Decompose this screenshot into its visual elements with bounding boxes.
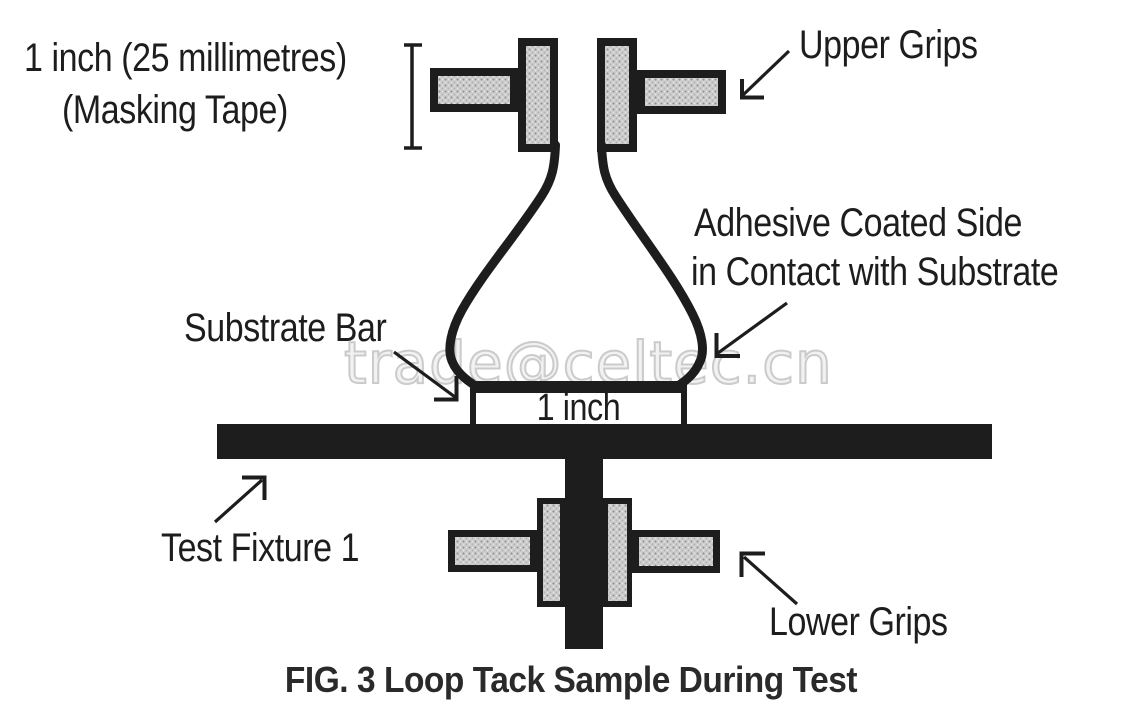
lower-grip-left-jaw-fill — [543, 504, 560, 601]
lower-grips-label: Lower Grips — [769, 600, 948, 644]
lower-grip-left-arm-fill — [455, 537, 530, 565]
lower-grips-arrow — [739, 551, 799, 606]
tape-loop-left-side — [445, 140, 560, 388]
lower-grips — [448, 498, 720, 607]
tape-width-bracket — [404, 43, 422, 150]
tape-loop — [445, 140, 707, 389]
upper-grips-arrow — [740, 49, 791, 100]
tape-width-label-line1: 1 inch (25 millimetres) — [24, 36, 347, 80]
adhesive-side-label-line2: in Contact with Substrate — [691, 250, 1059, 294]
substrate-bar-arrow — [393, 350, 459, 402]
upper-grips — [430, 38, 726, 152]
upper-grip-left-jaw-fill — [526, 46, 550, 144]
figure-caption: FIG. 3 Loop Tack Sample During Test — [284, 659, 858, 700]
substrate-bar-label: Substrate Bar — [184, 306, 387, 350]
adhesive-side-arrow — [714, 301, 788, 358]
test-fixture — [217, 424, 992, 649]
tape-width-label-line2: (Masking Tape) — [62, 88, 288, 132]
test-fixture-shaft — [565, 424, 603, 649]
lower-grip-right-jaw-fill — [608, 504, 627, 601]
upper-grip-right-arm-fill — [645, 78, 718, 106]
lower-grip-right-arm-fill — [639, 537, 713, 566]
adhesive-side-label-line1: Adhesive Coated Side — [694, 201, 1022, 245]
test-fixture-arrow — [213, 475, 267, 524]
substrate-bar-face — [476, 393, 681, 424]
substrate-width-label: 1 inch — [536, 387, 621, 429]
upper-grip-left-arm-fill — [438, 76, 510, 104]
tape-loop-right-side — [597, 140, 707, 389]
test-fixture-label: Test Fixture 1 — [161, 526, 360, 570]
upper-grips-label: Upper Grips — [799, 23, 978, 67]
test-fixture-plate — [217, 424, 992, 459]
upper-grip-right-jaw-fill — [605, 46, 629, 144]
substrate-bar — [470, 381, 687, 425]
leader-arrows — [213, 49, 799, 606]
